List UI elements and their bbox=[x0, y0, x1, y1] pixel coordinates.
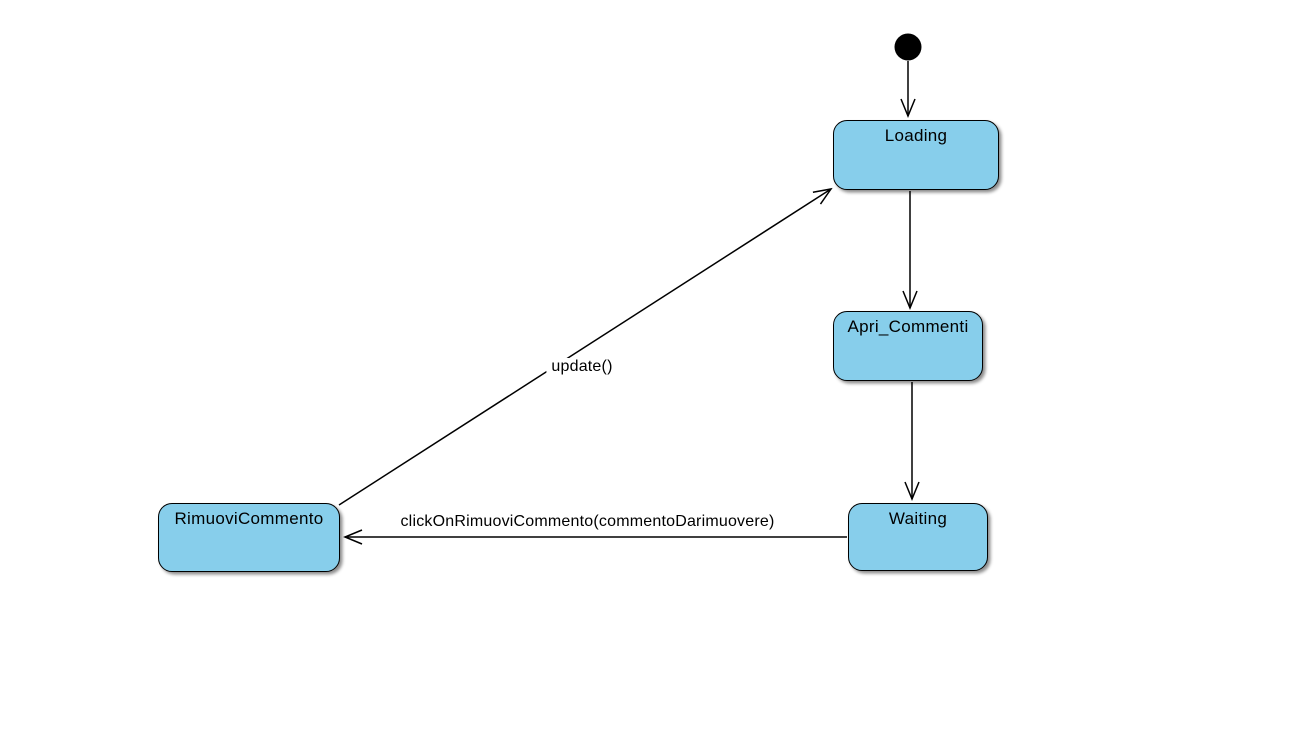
state-rimuovi-commento: RimuoviCommento bbox=[158, 503, 340, 572]
initial-state-icon bbox=[894, 33, 922, 61]
transition-label-update: update() bbox=[546, 358, 618, 376]
state-loading: Loading bbox=[833, 120, 999, 190]
transition-label-click-on-rimuovi-commento: clickOnRimuoviCommento(commentoDarimuove… bbox=[400, 513, 775, 530]
transition-rimuovicommento-to-loading bbox=[338, 187, 833, 506]
state-rimuovi-commento-label: RimuoviCommento bbox=[174, 509, 324, 528]
state-apri-commenti-label: Apri_Commenti bbox=[847, 317, 969, 336]
state-apri-commenti: Apri_Commenti bbox=[833, 311, 983, 381]
state-loading-label: Loading bbox=[884, 126, 948, 145]
state-waiting-label: Waiting bbox=[888, 509, 948, 528]
state-waiting: Waiting bbox=[848, 503, 988, 571]
